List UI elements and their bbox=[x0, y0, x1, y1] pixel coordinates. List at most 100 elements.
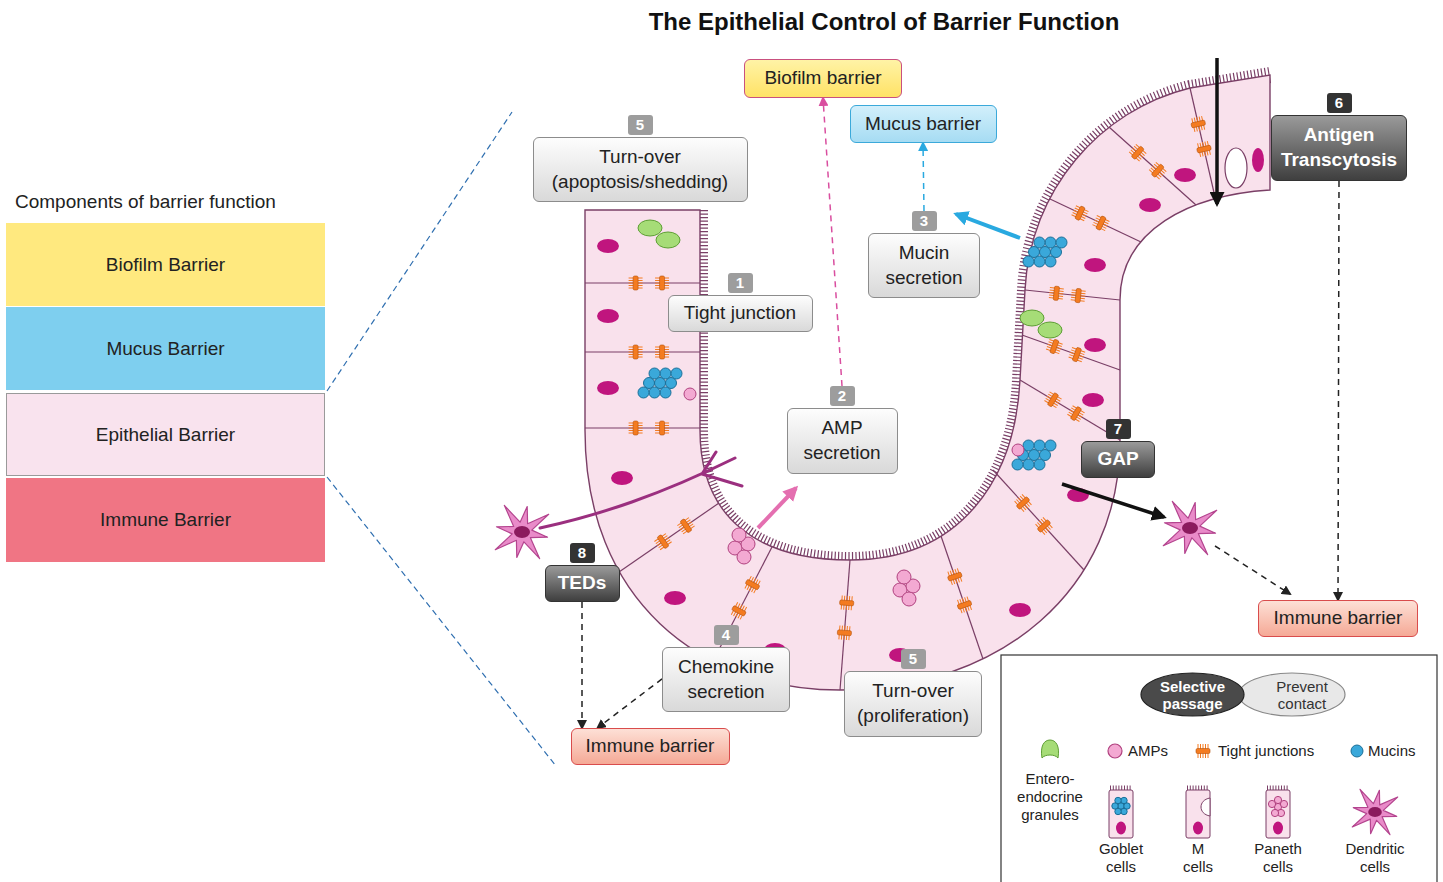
legend-ellipse: Selective passage bbox=[1140, 672, 1245, 717]
dendritic-nucleus bbox=[1182, 522, 1198, 534]
nucleus-icon bbox=[1273, 822, 1283, 835]
cell-nucleus bbox=[597, 239, 619, 253]
enteroendocrine-granule bbox=[638, 220, 662, 236]
tight-junction bbox=[837, 625, 852, 640]
transcytosis-arrow bbox=[1215, 58, 1219, 204]
callout-number: 1 bbox=[728, 273, 753, 293]
process-box: 5Turn-over (apoptosis/shedding) bbox=[533, 115, 748, 202]
junction-bar bbox=[1047, 393, 1058, 408]
cell-icon bbox=[1266, 790, 1290, 838]
tight-junction bbox=[1196, 141, 1213, 158]
cell-nucleus bbox=[1139, 198, 1161, 212]
component-band: Mucus Barrier bbox=[6, 307, 325, 390]
granule bbox=[902, 592, 916, 606]
tight-junction bbox=[730, 601, 749, 620]
nucleus-icon bbox=[1116, 822, 1126, 835]
flow-arrow bbox=[823, 98, 842, 386]
dendritic-nucleus bbox=[1368, 807, 1382, 817]
enteroendocrine-granule bbox=[1038, 322, 1062, 338]
junction-bar bbox=[1196, 749, 1210, 754]
junction-bar bbox=[1070, 406, 1081, 421]
junction-bar bbox=[1072, 347, 1081, 362]
process-box: 2AMP secretion bbox=[787, 386, 898, 474]
node-label: GAP bbox=[1088, 447, 1148, 472]
component-band: Immune Barrier bbox=[6, 478, 325, 562]
ellipse-shape bbox=[1239, 673, 1345, 716]
dendritic-cell bbox=[495, 505, 548, 558]
process-box: 3Mucin secretion bbox=[868, 211, 980, 298]
junction-bar bbox=[1096, 216, 1107, 231]
granule bbox=[638, 387, 649, 398]
amp-icon bbox=[1108, 744, 1122, 758]
junction-bar bbox=[633, 421, 638, 435]
granule bbox=[732, 528, 746, 542]
junction-bar bbox=[633, 345, 638, 359]
callout-box: 8TEDs bbox=[545, 543, 620, 602]
callout-box: 7GAP bbox=[1081, 419, 1155, 478]
band-label: Epithelial Barrier bbox=[96, 424, 235, 446]
tight-junction bbox=[655, 276, 669, 290]
junction-bar bbox=[660, 345, 665, 359]
junction-bar bbox=[1075, 288, 1081, 302]
m-pocket-icon bbox=[1201, 798, 1210, 816]
box-frame: Immune barrier bbox=[571, 728, 730, 765]
junction-bar bbox=[660, 421, 665, 435]
callout-number: 3 bbox=[912, 211, 937, 231]
legend-ellipse: Prevent contact bbox=[1238, 672, 1346, 717]
box-frame: Mucus barrier bbox=[850, 105, 997, 143]
junction-bar bbox=[1151, 164, 1164, 178]
legend-label: Selective passage bbox=[1153, 678, 1233, 712]
node-label: Turn-over (apoptosis/shedding) bbox=[540, 145, 741, 194]
callout-number: 5 bbox=[628, 115, 653, 135]
process-box: 5Turn-over (proliferation) bbox=[844, 649, 982, 737]
dendritic-cell bbox=[1163, 501, 1216, 554]
callout-number: 5 bbox=[901, 649, 926, 669]
legend-label: Tight junctions bbox=[1218, 742, 1314, 760]
junction-bar bbox=[1075, 206, 1086, 221]
box-frame: TEDs bbox=[545, 565, 620, 602]
tight-junction bbox=[629, 421, 643, 435]
granule bbox=[684, 388, 696, 400]
granule bbox=[1034, 440, 1045, 451]
granule bbox=[1023, 459, 1034, 470]
cell-border bbox=[585, 427, 700, 428]
granule bbox=[1034, 256, 1045, 267]
junction-bar bbox=[1191, 120, 1206, 128]
junction-bar bbox=[745, 579, 760, 590]
tight-junction bbox=[946, 568, 964, 586]
junction-bar bbox=[1050, 339, 1059, 354]
granule bbox=[671, 368, 682, 379]
granule bbox=[1056, 237, 1067, 248]
node-label: Antigen Transcytosis bbox=[1278, 123, 1400, 172]
tight-junction bbox=[839, 595, 854, 610]
box-frame: Turn-over (apoptosis/shedding) bbox=[533, 137, 748, 202]
tight-junction bbox=[1071, 288, 1086, 303]
legend-label: Prevent contact bbox=[1262, 678, 1342, 712]
cell-border bbox=[1190, 88, 1215, 197]
tight-junction bbox=[1049, 286, 1064, 301]
m-cell-pocket bbox=[1225, 148, 1247, 188]
granule bbox=[1012, 444, 1024, 456]
cell-nucleus bbox=[1009, 603, 1031, 617]
junction-bar bbox=[837, 630, 851, 636]
node-label: AMP secretion bbox=[794, 416, 891, 465]
granule bbox=[660, 368, 671, 379]
junction-bar bbox=[1016, 496, 1030, 509]
band-label: Biofilm Barrier bbox=[106, 254, 225, 276]
cell-nucleus bbox=[597, 381, 619, 395]
granule bbox=[1045, 256, 1056, 267]
granule bbox=[1115, 797, 1121, 803]
granule bbox=[1034, 237, 1045, 248]
cell-nucleus bbox=[1174, 168, 1196, 182]
junction-bar bbox=[1037, 519, 1051, 532]
node-label: Mucus barrier bbox=[857, 112, 990, 137]
granule bbox=[1121, 797, 1127, 803]
flow-arrow bbox=[923, 143, 924, 211]
granule bbox=[1121, 808, 1127, 814]
tight-junction bbox=[956, 596, 974, 614]
tight-junction bbox=[676, 516, 695, 535]
junction-bar bbox=[947, 572, 962, 581]
dendrite bbox=[540, 452, 742, 528]
component-band: Epithelial Barrier bbox=[6, 393, 325, 476]
